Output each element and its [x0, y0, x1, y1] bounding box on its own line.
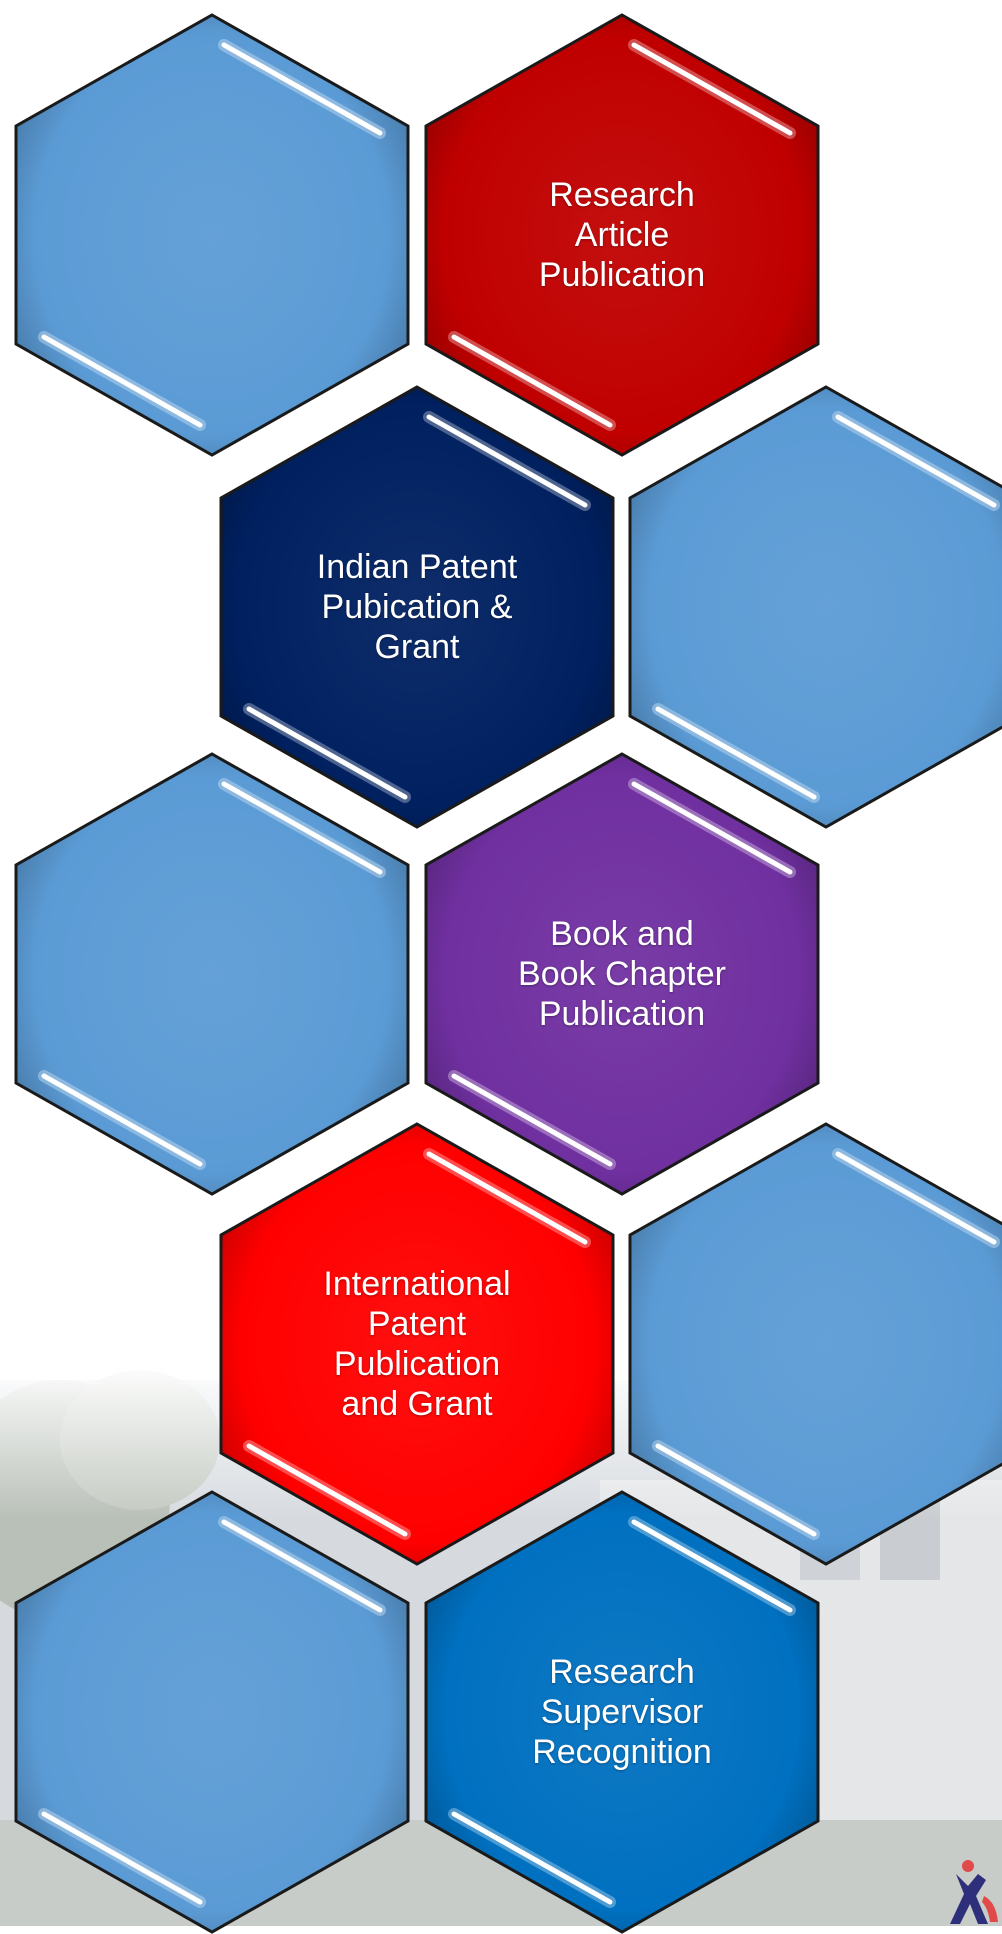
hexagon-fill — [219, 1122, 615, 1566]
hexagon-label: Indian Patent Pubication & Grant — [316, 548, 518, 666]
hexagon-fill — [628, 1122, 1002, 1566]
hexagon-shape — [14, 752, 410, 1196]
hexagon-gloss-bottom — [655, 1443, 817, 1537]
hexagon-shape — [219, 1122, 615, 1566]
hexagon-label: Book and Book Chapter Publication — [518, 915, 726, 1033]
hexagon-gloss-top — [835, 414, 997, 508]
hexagon-shape — [14, 1490, 410, 1934]
hexagon-research-supervisor: Research Supervisor Recognition — [422, 1490, 822, 1934]
hexagon-gloss-bottom — [41, 334, 203, 428]
hexagon-gloss-bottom — [451, 1811, 613, 1905]
hexagon-research-article: Research Article Publication — [422, 13, 822, 457]
hexagon-fill — [424, 13, 820, 457]
hexagon-fill — [628, 385, 1002, 829]
hexagon-blank-2 — [626, 385, 1002, 829]
hexagon-label: International Patent Publication and Gra… — [323, 1265, 511, 1423]
hexagon-gloss-top — [631, 781, 793, 875]
hexagon-blank-5 — [12, 1490, 412, 1934]
hexagon-blank-3 — [12, 752, 412, 1196]
hexagon-shape — [628, 1122, 1002, 1566]
logo-figure-icon — [950, 1860, 998, 1924]
hexagon-indian-patent: Indian Patent Pubication & Grant — [217, 385, 617, 829]
hexagon-shape — [424, 13, 820, 457]
hexagon-shape — [424, 752, 820, 1196]
hexagon-fill — [14, 13, 410, 457]
hexagon-gloss-bottom — [246, 1443, 408, 1537]
hexagon-gloss-top — [221, 42, 383, 136]
hexagon-gloss-bottom — [655, 706, 817, 800]
hexagon-blank-1 — [12, 13, 412, 457]
hexagon-gloss-bottom — [41, 1073, 203, 1167]
hexagon-gloss-top — [426, 414, 588, 508]
hexagon-blank-4 — [626, 1122, 1002, 1566]
hexagon-fill — [424, 752, 820, 1196]
hexagon-shape — [219, 385, 615, 829]
hexagon-fill — [219, 385, 615, 829]
hexagon-gloss-bottom — [41, 1811, 203, 1905]
hexagon-gloss-top — [631, 1519, 793, 1613]
hexagon-gloss-top — [631, 42, 793, 136]
hexagon-label: Research Supervisor Recognition — [532, 1653, 712, 1771]
hexagon-gloss-bottom — [451, 1073, 613, 1167]
hexagon-label — [67, 1490, 357, 1934]
hexagon-gloss-bottom — [451, 334, 613, 428]
hexagon-gloss-top — [221, 1519, 383, 1613]
hexagon-gloss-top — [426, 1151, 588, 1245]
hexagon-fill — [14, 752, 410, 1196]
hexagon-label: Research Article Publication — [538, 176, 706, 294]
hexagon-gloss-top — [835, 1151, 997, 1245]
hexagon-shape — [628, 385, 1002, 829]
hexagon-book-chapter: Book and Book Chapter Publication — [422, 752, 822, 1196]
hexagon-international-patent: International Patent Publication and Gra… — [217, 1122, 617, 1566]
hexagon-shape — [14, 13, 410, 457]
hexagon-gloss-bottom — [246, 706, 408, 800]
hexagon-shape — [424, 1490, 820, 1934]
hexagon-gloss-top — [221, 781, 383, 875]
